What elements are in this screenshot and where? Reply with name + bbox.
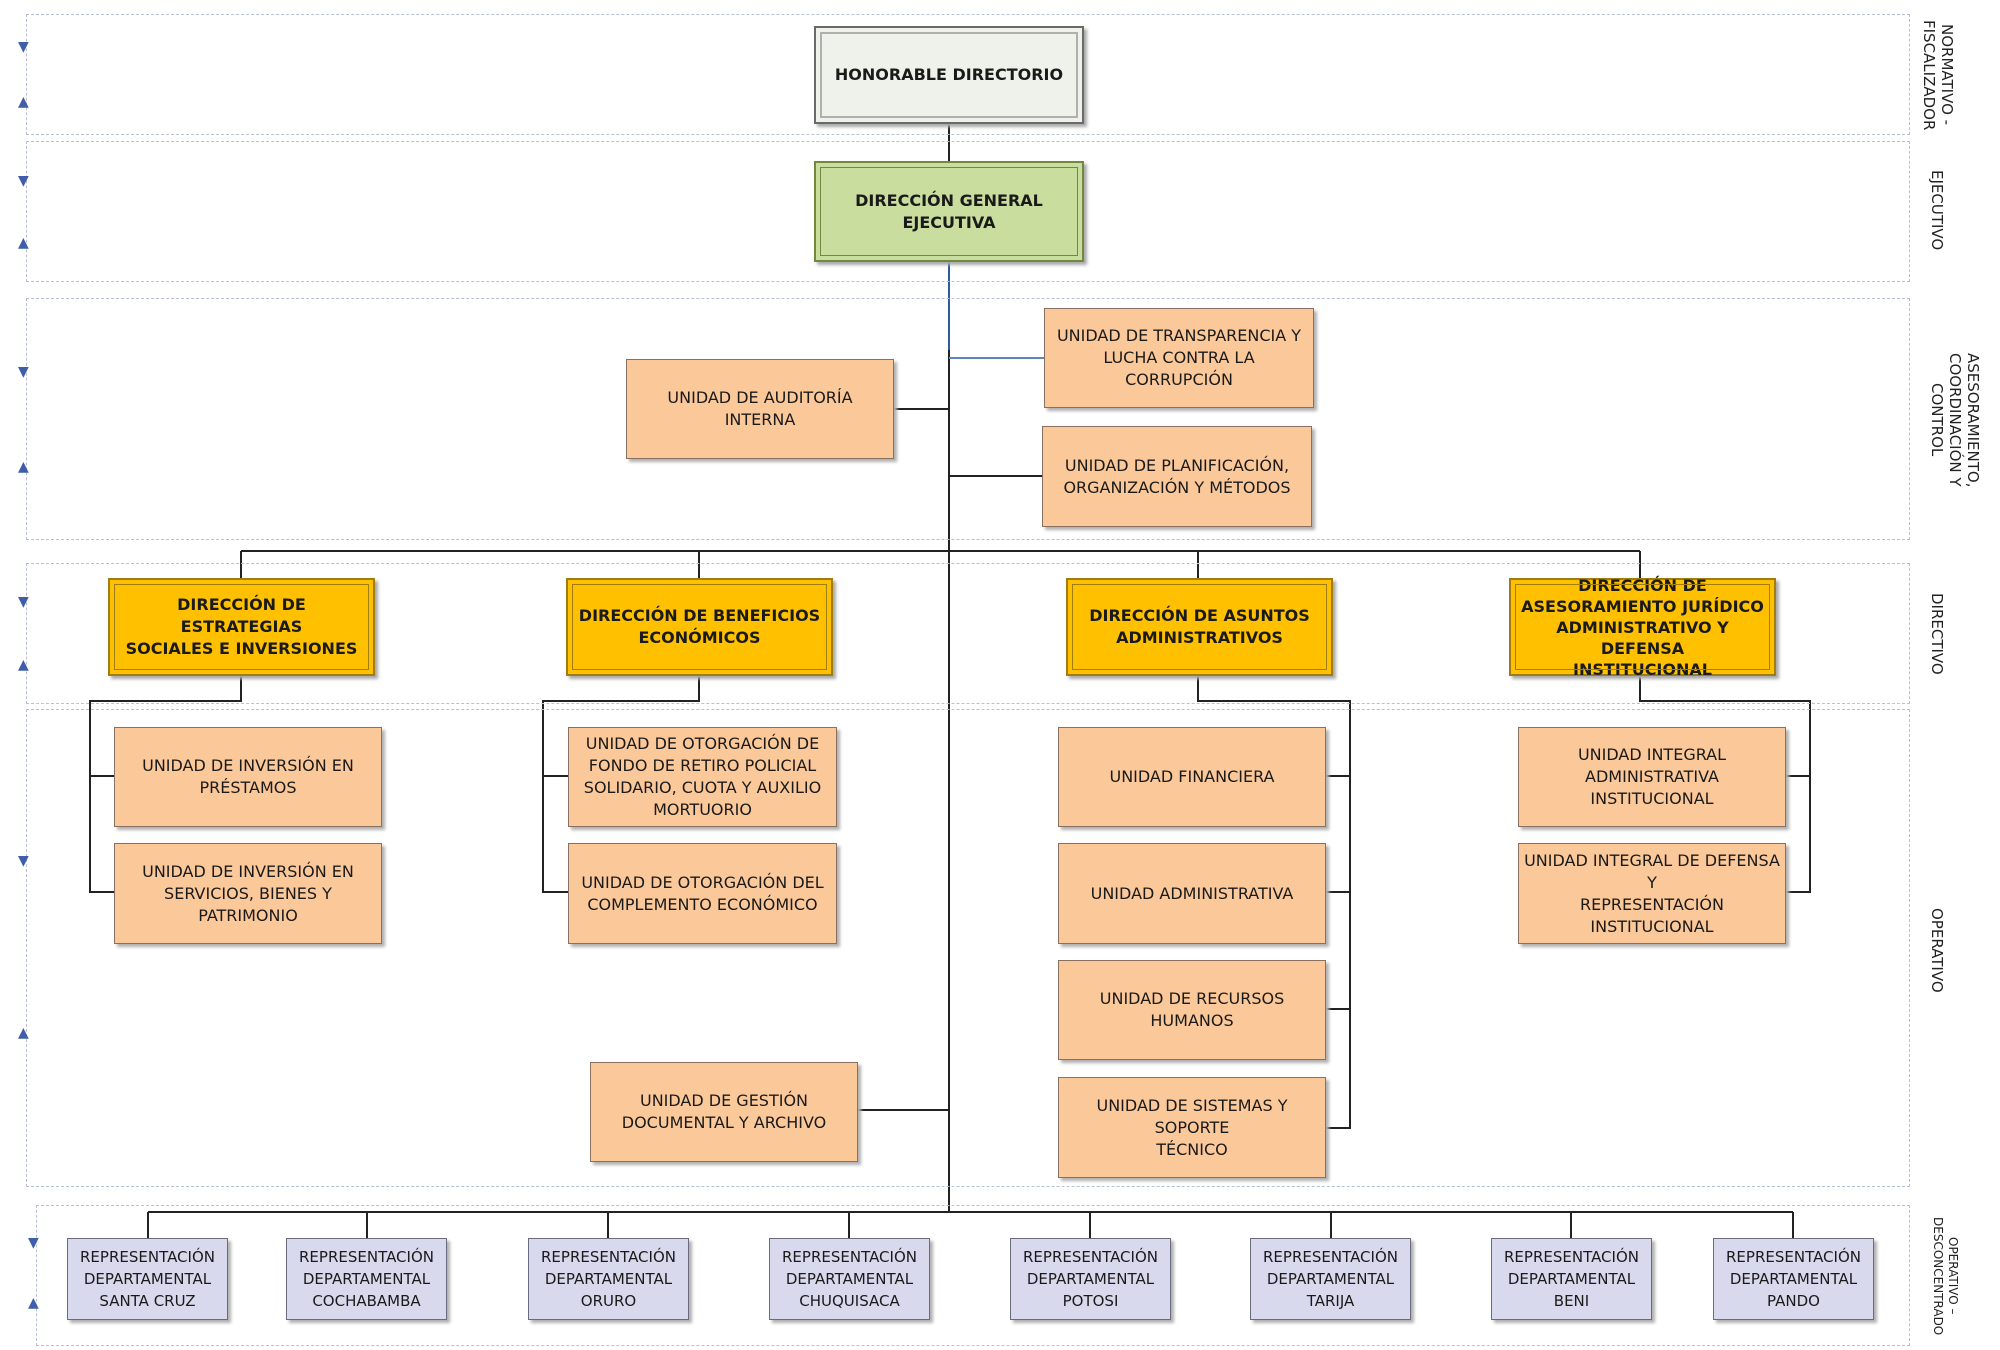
box-unidad-integral-administrativa: UNIDAD INTEGRAL ADMINISTRATIVA INSTITUCI… [1518, 727, 1786, 827]
box-representacion-beni: REPRESENTACIÓN DEPARTAMENTAL BENI [1491, 1238, 1652, 1320]
box-representacion-oruro: REPRESENTACIÓN DEPARTAMENTAL ORURO [528, 1238, 689, 1320]
box-representacion-cochabamba: REPRESENTACIÓN DEPARTAMENTAL COCHABAMBA [286, 1238, 447, 1320]
arrow-down-icon: ▼ [18, 39, 29, 55]
box-direccion-general-ejecutiva: DIRECCIÓN GENERAL EJECUTIVA [814, 161, 1084, 262]
arrow-up-icon: ▲ [18, 94, 29, 110]
box-representacion-chuquisaca: REPRESENTACIÓN DEPARTAMENTAL CHUQUISACA [769, 1238, 930, 1320]
arrow-up-icon: ▲ [18, 1025, 29, 1041]
arrow-down-icon: ▼ [18, 364, 29, 380]
band-normativo [26, 14, 1910, 135]
box-unidad-sistemas: UNIDAD DE SISTEMAS Y SOPORTE TÉCNICO [1058, 1077, 1326, 1178]
box-direccion-estrategias: DIRECCIÓN DE ESTRATEGIAS SOCIALES E INVE… [108, 578, 375, 676]
arrow-down-icon: ▼ [18, 173, 29, 189]
level-label-desconcentrado: OPERATIVO – DESCONCENTRADO [1931, 1216, 1960, 1336]
band-ejecutivo [26, 141, 1910, 282]
box-unidad-administrativa: UNIDAD ADMINISTRATIVA [1058, 843, 1326, 944]
arrow-up-icon: ▲ [18, 657, 29, 673]
box-unidad-gestion-documental: UNIDAD DE GESTIÓN DOCUMENTAL Y ARCHIVO [590, 1062, 858, 1162]
box-representacion-pando: REPRESENTACIÓN DEPARTAMENTAL PANDO [1713, 1238, 1874, 1320]
band-asesoramiento [26, 298, 1910, 540]
box-unidad-planificacion: UNIDAD DE PLANIFICACIÓN, ORGANIZACIÓN Y … [1042, 426, 1312, 527]
box-unidad-inversion-servicios: UNIDAD DE INVERSIÓN EN SERVICIOS, BIENES… [114, 843, 382, 944]
box-unidad-auditoria: UNIDAD DE AUDITORÍA INTERNA [626, 359, 894, 459]
box-unidad-financiera: UNIDAD FINANCIERA [1058, 727, 1326, 827]
band-operativo [26, 709, 1910, 1187]
box-representacion-tarija: REPRESENTACIÓN DEPARTAMENTAL TARIJA [1250, 1238, 1411, 1320]
box-unidad-inversion-prestamos: UNIDAD DE INVERSIÓN EN PRÉSTAMOS [114, 727, 382, 827]
box-unidad-transparencia: UNIDAD DE TRANSPARENCIA Y LUCHA CONTRA L… [1044, 308, 1314, 408]
arrow-down-icon: ▼ [18, 853, 29, 869]
box-unidad-otorgacion-complemento: UNIDAD DE OTORGACIÓN DEL COMPLEMENTO ECO… [568, 843, 837, 944]
box-unidad-otorgacion-fondo: UNIDAD DE OTORGACIÓN DE FONDO DE RETIRO … [568, 727, 837, 827]
band-desconcentrado [36, 1205, 1910, 1346]
box-direccion-asuntos: DIRECCIÓN DE ASUNTOS ADMINISTRATIVOS [1066, 578, 1333, 676]
arrow-up-icon: ▲ [18, 459, 29, 475]
band-directivo [26, 563, 1910, 704]
box-direccion-juridico: DIRECCIÓN DE ASESORAMIENTO JURÍDICO ADMI… [1509, 576, 1776, 679]
box-unidad-recursos-humanos: UNIDAD DE RECURSOS HUMANOS [1058, 960, 1326, 1060]
level-label-ejecutivo: EJECUTIVO [1928, 169, 1946, 251]
level-label-normativo: NORMATIVO - FISCALIZADOR [1920, 20, 1956, 131]
arrow-up-icon: ▲ [28, 1295, 39, 1311]
box-representacion-santa-cruz: REPRESENTACIÓN DEPARTAMENTAL SANTA CRUZ [67, 1238, 228, 1320]
arrow-down-icon: ▼ [28, 1235, 39, 1251]
arrow-up-icon: ▲ [18, 235, 29, 251]
level-label-asesoramiento: ASESORAMIENTO, COORDINACIÓN Y CONTROL [1928, 352, 1982, 488]
level-label-operativo: OPERATIVO [1928, 907, 1946, 993]
level-label-directivo: DIRECTIVO [1928, 593, 1946, 675]
box-direccion-beneficios: DIRECCIÓN DE BENEFICIOS ECONÓMICOS [566, 578, 833, 676]
arrow-down-icon: ▼ [18, 594, 29, 610]
box-unidad-integral-defensa: UNIDAD INTEGRAL DE DEFENSA Y REPRESENTAC… [1518, 843, 1786, 944]
box-representacion-potosi: REPRESENTACIÓN DEPARTAMENTAL POTOSI [1010, 1238, 1171, 1320]
box-honorable-directorio: HONORABLE DIRECTORIO [814, 26, 1084, 124]
